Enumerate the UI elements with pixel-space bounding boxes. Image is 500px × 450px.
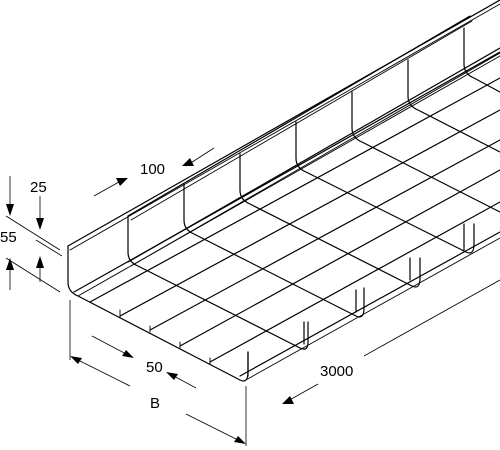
label-3000: 3000 bbox=[320, 363, 353, 380]
label-50: 50 bbox=[146, 359, 163, 376]
label-b: B bbox=[150, 395, 160, 412]
front-bottom-rail bbox=[73, 51, 500, 293]
label-55: 55 bbox=[0, 229, 17, 246]
cross-wires bbox=[67, 27, 500, 382]
label-25: 25 bbox=[30, 179, 47, 196]
label-100: 100 bbox=[140, 161, 165, 178]
wire-mesh-tray bbox=[67, 0, 500, 382]
front-top-rail bbox=[67, 0, 500, 247]
dimension-lines bbox=[5, 147, 500, 446]
